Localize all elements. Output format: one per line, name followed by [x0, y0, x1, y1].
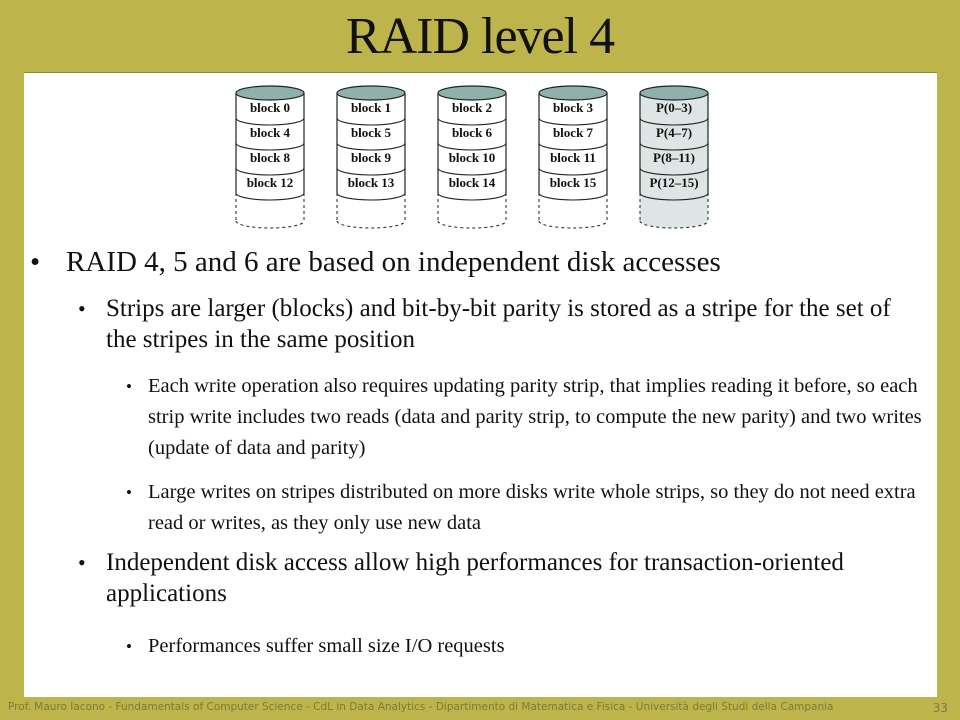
disk-separator: [437, 117, 507, 126]
block-label: block 5: [351, 125, 392, 140]
bullet-icon: •: [78, 296, 86, 321]
disk-bottom: [538, 220, 608, 229]
block-label: block 2: [452, 100, 492, 115]
block-label: block 9: [351, 150, 392, 165]
block-label: block 1: [351, 100, 391, 115]
block-label: P(0–3): [656, 100, 692, 115]
disk-separator: [639, 117, 709, 126]
bullet-text: Independent disk access allow high perfo…: [106, 549, 844, 607]
block-label: block 0: [250, 100, 290, 115]
bullet-icon: •: [126, 483, 132, 502]
disk-bottom: [437, 220, 507, 229]
disk-separator: [437, 192, 507, 201]
disk-separator: [538, 167, 608, 176]
block-label: block 13: [348, 175, 395, 190]
disk-bottom: [336, 220, 406, 229]
bullet-icon: •: [30, 246, 41, 278]
bullet-item: • Large writes on stripes distributed on…: [126, 477, 916, 539]
disk-separator: [639, 167, 709, 176]
disk-cap: [336, 85, 406, 101]
page-number: 33: [932, 701, 948, 715]
disk-separator: [336, 192, 406, 201]
bullet-icon: •: [126, 637, 132, 656]
bullet-item: • Independent disk access allow high per…: [78, 547, 935, 609]
disk-separator: [336, 167, 406, 176]
block-label: block 3: [553, 100, 594, 115]
bullet-icon: •: [78, 550, 86, 575]
disk-cap: [538, 85, 608, 101]
disk-separator: [639, 192, 709, 201]
disk-bottom: [235, 220, 305, 229]
slide-content: block 0 block 4 block 8 block 12 block 1 bloc…: [24, 72, 937, 697]
bullet-icon: •: [126, 377, 132, 396]
bullet-text: RAID 4, 5 and 6 are based on independent…: [66, 246, 721, 278]
block-label: P(8–11): [653, 150, 695, 165]
slide-footer: Prof. Mauro Iacono - Fundamentals of Com…: [8, 701, 834, 713]
disk-separator: [639, 142, 709, 151]
disk-separator: [437, 142, 507, 151]
disk-cap: [235, 85, 305, 101]
bullet-text: Strips are larger (blocks) and bit-by-bi…: [106, 295, 891, 353]
block-label: block 14: [449, 175, 496, 190]
disk-separator: [235, 142, 305, 151]
block-label: block 7: [553, 125, 594, 140]
disk-bottom: [639, 220, 709, 229]
disk-separator: [235, 192, 305, 201]
block-label: P(12–15): [649, 175, 698, 190]
disk-separator: [235, 117, 305, 126]
bullet-text: Large writes on stripes distributed on m…: [148, 481, 916, 534]
disk-separator: [538, 142, 608, 151]
disk-cap: [639, 85, 709, 101]
block-label: block 6: [452, 125, 493, 140]
bullet-item: • RAID 4, 5 and 6 are based on independe…: [30, 245, 930, 279]
bullet-item: • Performances suffer small size I/O req…: [126, 631, 916, 662]
disk-cap: [437, 85, 507, 101]
slide-title: RAID level 4: [345, 8, 615, 65]
block-label: block 8: [250, 150, 291, 165]
disk-separator: [538, 192, 608, 201]
disk-separator: [235, 167, 305, 176]
bullet-item: • Strips are larger (blocks) and bit-by-…: [78, 293, 918, 355]
bullet-item: • Each write operation also requires upd…: [126, 371, 934, 464]
raid4-disk-diagram: block 0 block 4 block 8 block 12 block 1 bloc…: [235, 85, 709, 229]
bullet-text: Each write operation also requires updat…: [148, 375, 922, 459]
block-label: block 15: [550, 175, 597, 190]
block-label: block 12: [247, 175, 294, 190]
disk-separator: [538, 117, 608, 126]
disk-separator: [336, 142, 406, 151]
block-label: block 10: [449, 150, 496, 165]
block-label: block 11: [550, 150, 596, 165]
block-label: P(4–7): [656, 125, 692, 140]
block-label: block 4: [250, 125, 291, 140]
disk-separator: [336, 117, 406, 126]
bullet-text: Performances suffer small size I/O reque…: [148, 635, 505, 657]
disk-separator: [437, 167, 507, 176]
